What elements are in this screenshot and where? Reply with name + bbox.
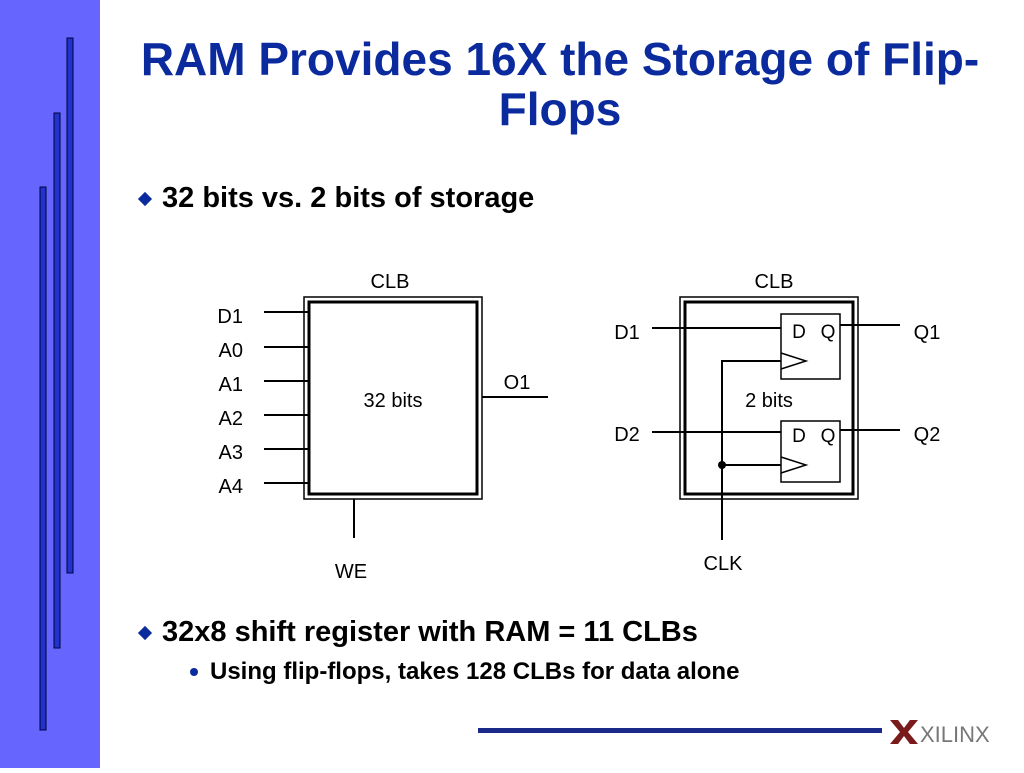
sidebar-background bbox=[0, 0, 100, 768]
ram-input-label-a2: A2 bbox=[219, 408, 243, 430]
ram-input-label-d1: D1 bbox=[217, 306, 243, 328]
ram-input-label-a0: A0 bbox=[219, 340, 243, 362]
sub-bullet-1: Using flip-flops, takes 128 CLBs for dat… bbox=[190, 658, 739, 686]
ff-output-label-q1: Q1 bbox=[914, 322, 941, 344]
ram-output-label: O1 bbox=[504, 372, 531, 394]
ram-clb-diagram: CLB 32 bits D1 A0 A1 A2 A3 A4 O1 WE bbox=[217, 271, 548, 583]
ff2-clock-triangle-icon bbox=[780, 456, 809, 474]
ff-input-label-d2: D2 bbox=[614, 424, 640, 446]
ff-inner-label: 2 bits bbox=[745, 390, 793, 412]
sidebar-decoration bbox=[0, 0, 100, 768]
ff-output-label-q2: Q2 bbox=[914, 424, 941, 446]
slide-title: RAM Provides 16X the Storage of Flip-Flo… bbox=[140, 33, 980, 135]
sidebar-bar-3 bbox=[39, 186, 47, 731]
logo-text: XILINX bbox=[920, 722, 990, 747]
ram-inner-label: 32 bits bbox=[364, 390, 423, 412]
ff2-q-label: Q bbox=[821, 426, 836, 447]
ff1-d-label: D bbox=[792, 322, 806, 343]
ram-input-label-a3: A3 bbox=[219, 442, 243, 464]
ff-clb-label: CLB bbox=[755, 271, 794, 293]
ff-clb-outer-box bbox=[679, 296, 859, 500]
xilinx-logo-icon: XILINX bbox=[890, 720, 990, 747]
sub-bullet-1-text: Using flip-flops, takes 128 CLBs for dat… bbox=[210, 658, 740, 685]
flip-flop-1 bbox=[780, 313, 841, 380]
clk-line bbox=[721, 360, 781, 540]
bullet-2: 32x8 shift register with RAM = 11 CLBs bbox=[137, 616, 698, 649]
sidebar-bar-2 bbox=[53, 112, 61, 649]
ram-clb-label: CLB bbox=[371, 271, 410, 293]
bullet-1: 32 bits vs. 2 bits of storage bbox=[137, 182, 535, 215]
diamond-bullet-icon bbox=[137, 625, 153, 640]
ff-clb-inner-box bbox=[683, 300, 855, 496]
ff-clb-diagram: CLB 2 bits D Q D Q D1 D2 Q1 Q2 CLK bbox=[614, 271, 940, 575]
bullet-1-text: 32 bits vs. 2 bits of storage bbox=[162, 182, 535, 214]
ff1-q-label: Q bbox=[821, 322, 836, 343]
ram-we-label: WE bbox=[335, 561, 367, 583]
dot-bullet-icon bbox=[190, 668, 198, 676]
ram-input-label-a1: A1 bbox=[219, 374, 243, 396]
clk-junction-dot bbox=[718, 461, 726, 469]
clk-label: CLK bbox=[704, 553, 744, 575]
ff2-d-label: D bbox=[792, 426, 806, 447]
ram-clb-inner-box bbox=[307, 300, 479, 496]
ff1-clock-triangle-icon bbox=[780, 352, 809, 370]
bullet-2-text: 32x8 shift register with RAM = 11 CLBs bbox=[162, 616, 698, 648]
sidebar-graphic bbox=[0, 0, 100, 768]
ram-input-label-a4: A4 bbox=[219, 476, 243, 498]
ff-input-label-d1: D1 bbox=[614, 322, 640, 344]
flip-flop-2 bbox=[780, 420, 841, 483]
sidebar-bar-1 bbox=[66, 37, 74, 574]
xilinx-mark-icon bbox=[890, 720, 918, 744]
footer-divider bbox=[478, 728, 882, 733]
